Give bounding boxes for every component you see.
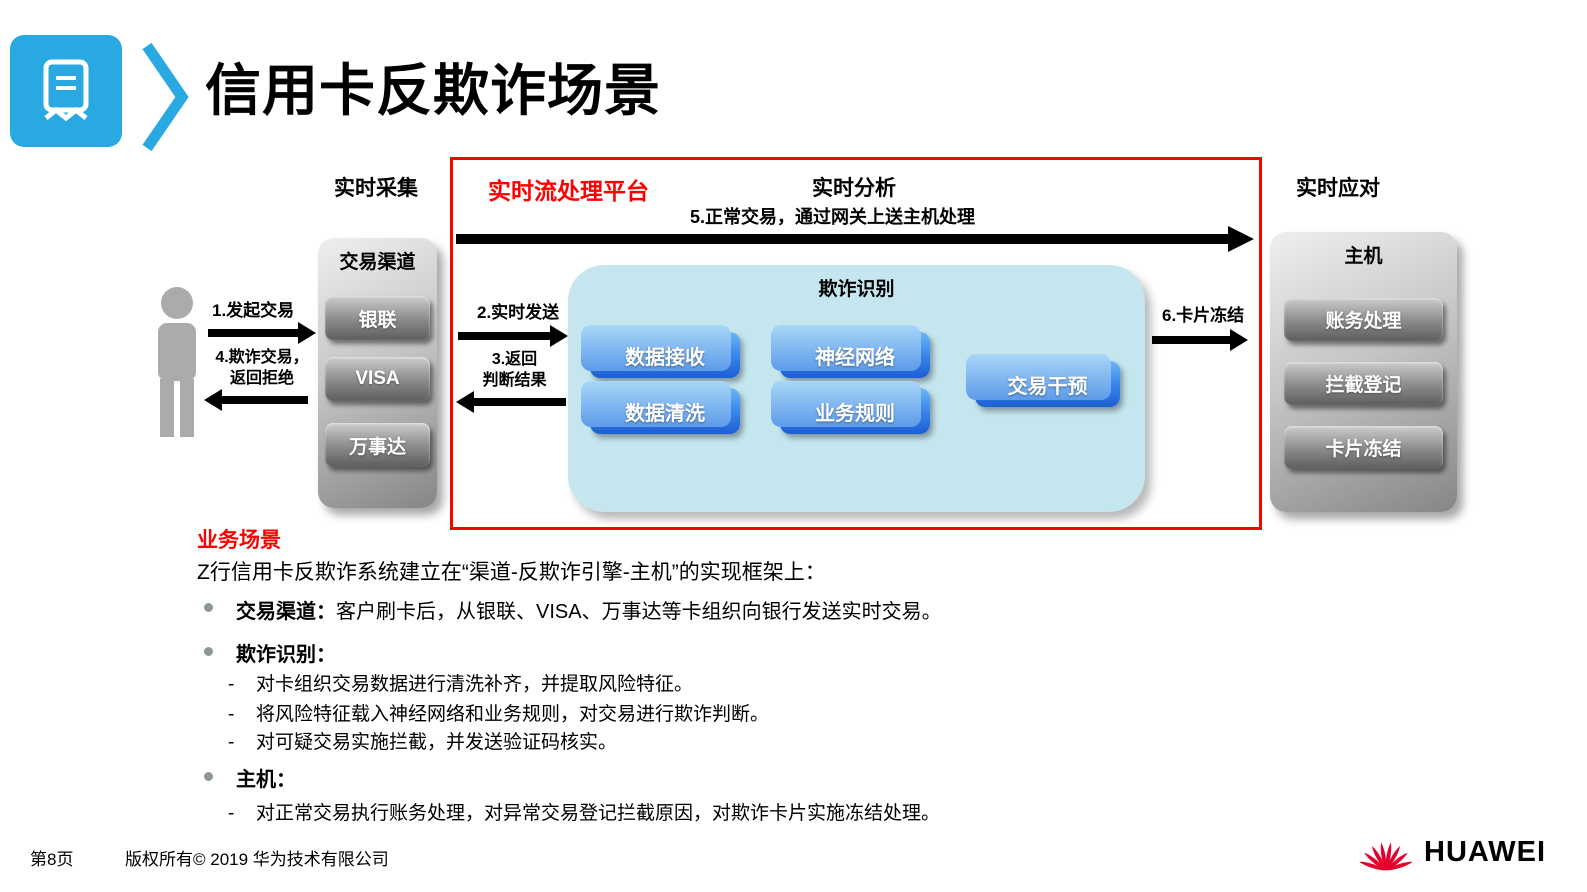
bullet-host: 主机： — [236, 763, 296, 792]
node-account-processing: 账务处理 — [1284, 298, 1443, 341]
huawei-logo-icon — [1359, 842, 1413, 871]
arrow-5-head — [1228, 226, 1254, 252]
bullet-fraud-sub1: -对卡组织交易数据进行清洗补齐，并提取风险特征。 — [228, 669, 693, 696]
title-badge — [10, 35, 122, 147]
arrow-6-head — [1230, 329, 1248, 351]
arrow-1-head — [298, 322, 316, 344]
arrow-5-bar — [456, 234, 1228, 244]
arrow-3-label: 3.返回 判断结果 — [482, 351, 547, 389]
arrow-4-bar — [222, 396, 308, 404]
arrow-3-bar — [474, 398, 566, 406]
bullet-fraud-sub1-text: 对卡组织交易数据进行清洗补齐，并提取风险特征。 — [256, 674, 694, 695]
bullet-fraud-sub2: -将风险特征载入神经网络和业务规则，对交易进行欺诈判断。 — [228, 699, 769, 726]
scenario-intro: Z行信用卡反欺诈系统建立在“渠道-反欺诈引擎-主机”的实现框架上： — [197, 561, 826, 584]
arrow-4-label: 4.欺诈交易， 返回拒绝 — [215, 349, 309, 387]
label-stream-platform: 实时流处理平台 — [488, 178, 649, 204]
page-number: 第8页 — [30, 850, 74, 869]
customer-silhouette-icon — [158, 287, 196, 437]
chevron-right-icon — [142, 42, 189, 152]
host-panel: 主机 账务处理 拦截登记 卡片冻结 — [1270, 232, 1457, 512]
arrow-2-label: 2.实时发送 — [477, 303, 560, 322]
node-neural-network: 神经网络 — [771, 325, 930, 378]
bullet-channel-text: 客户刷卡后，从银联、VISA、万事达等卡组织向银行发送实时交易。 — [336, 601, 942, 623]
arrow-2-bar — [458, 332, 550, 340]
document-icon — [43, 59, 89, 122]
channel-panel-title: 交易渠道 — [339, 252, 416, 273]
stream-platform-frame — [450, 157, 1262, 530]
dash-icon: - — [228, 704, 235, 725]
node-intercept-register: 拦截登记 — [1284, 362, 1443, 405]
arrow-4-head — [204, 389, 222, 411]
page-title: 信用卡反欺诈场景 — [205, 59, 661, 122]
node-mastercard: 万事达 — [325, 423, 430, 467]
bullet-fraud-sub3: -对可疑交易实施拦截，并发送验证码核实。 — [228, 727, 617, 754]
copyright: 版权所有© 2019 华为技术有限公司 — [125, 850, 389, 869]
node-business-rules: 业务规则 — [771, 381, 930, 434]
bullet-host-sub1-text: 对正常交易执行账务处理，对异常交易登记拦截原因，对欺诈卡片实施冻结处理。 — [256, 803, 941, 824]
arrow-6-bar — [1152, 336, 1230, 344]
label-realtime-collect: 实时采集 — [334, 177, 418, 200]
bullet-channel: 交易渠道：客户刷卡后，从银联、VISA、万事达等卡组织向银行发送实时交易。 — [236, 595, 942, 624]
huawei-brand: HUAWEI — [1358, 830, 1546, 874]
arrow-1-label: 1.发起交易 — [212, 301, 295, 320]
arrow-5-label: 5.正常交易，通过网关上送主机处理 — [690, 207, 976, 227]
fraud-panel-title: 欺诈识别 — [818, 279, 895, 300]
label-realtime-respond: 实时应对 — [1296, 177, 1380, 200]
label-realtime-analyze: 实时分析 — [812, 177, 896, 200]
dash-icon: - — [228, 674, 235, 695]
arrow-6-label: 6.卡片冻结 — [1162, 306, 1245, 325]
node-card-freeze: 卡片冻结 — [1284, 426, 1443, 469]
bullet-icon — [204, 603, 213, 612]
huawei-wordmark: HUAWEI — [1424, 835, 1546, 868]
arrow-1-bar — [208, 329, 298, 337]
node-transaction-intervention: 交易干预 — [966, 354, 1120, 407]
dash-icon: - — [228, 803, 235, 824]
bullet-channel-title: 交易渠道： — [236, 601, 336, 623]
bullet-host-title: 主机： — [236, 769, 296, 791]
dash-icon: - — [228, 732, 235, 753]
node-data-receive: 数据接收 — [581, 325, 740, 378]
bullet-icon — [204, 772, 213, 781]
arrow-3-head — [456, 391, 474, 413]
node-unionpay: 银联 — [325, 296, 430, 340]
host-panel-title: 主机 — [1344, 246, 1383, 267]
bullet-fraud: 欺诈识别： — [236, 638, 336, 667]
bullet-fraud-sub2-text: 将风险特征载入神经网络和业务规则，对交易进行欺诈判断。 — [256, 704, 770, 725]
bullet-fraud-sub3-text: 对可疑交易实施拦截，并发送验证码核实。 — [256, 732, 618, 753]
bullet-host-sub1: -对正常交易执行账务处理，对异常交易登记拦截原因，对欺诈卡片实施冻结处理。 — [228, 798, 940, 825]
bullet-icon — [204, 647, 213, 656]
scenario-heading: 业务场景 — [197, 529, 281, 552]
node-data-clean: 数据清洗 — [581, 381, 740, 434]
arrow-2-head — [550, 325, 568, 347]
channel-panel: 交易渠道 银联 VISA 万事达 — [318, 238, 437, 508]
bullet-fraud-title: 欺诈识别： — [236, 644, 336, 666]
node-visa: VISA — [325, 357, 430, 401]
